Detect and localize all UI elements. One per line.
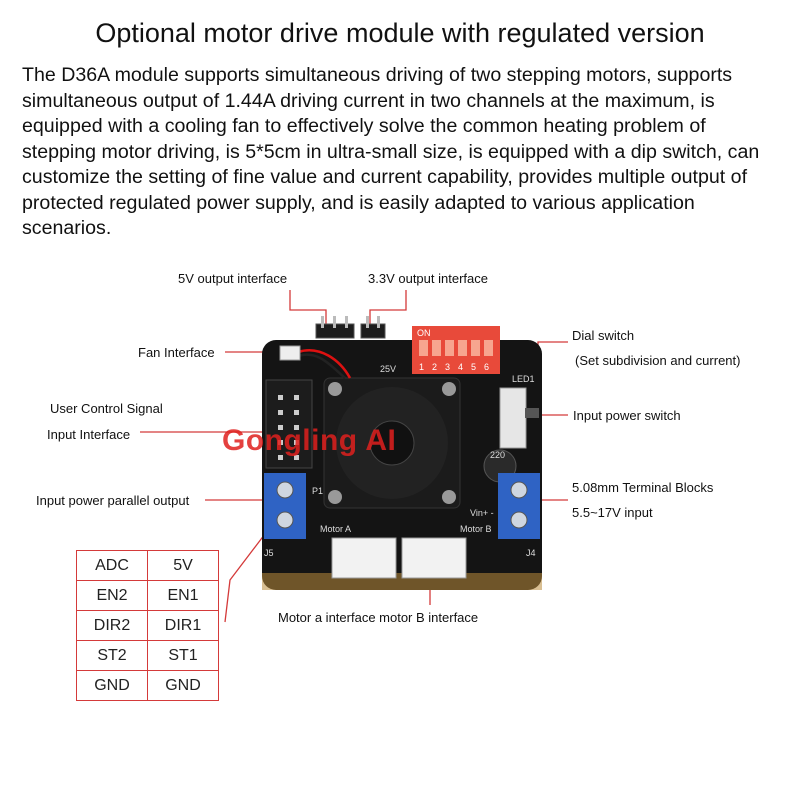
header-pins <box>315 316 386 339</box>
motor-b-connector <box>401 537 467 579</box>
label-user-signal: User Control Signal <box>50 401 163 416</box>
pin-cell: 5V <box>147 550 219 581</box>
dip-number: 4 <box>458 362 463 372</box>
dip-number: 2 <box>432 362 437 372</box>
silk-cap-v: 25V <box>380 364 396 374</box>
table-row: GND GND <box>76 670 219 701</box>
signal-header <box>265 379 313 469</box>
pin-cell: GND <box>76 670 148 701</box>
pin-cell: EN2 <box>76 580 148 611</box>
table-row: ST2 ST1 <box>76 640 219 671</box>
silk-vin: Vin+ - <box>470 508 494 518</box>
silk-motor-a: Motor A <box>320 524 351 534</box>
pin-cell: ADC <box>76 550 148 581</box>
silk-p1: P1 <box>312 486 323 496</box>
dip-number: 6 <box>484 362 489 372</box>
label-3v3-output: 3.3V output interface <box>368 271 488 286</box>
pin-cell: ST1 <box>147 640 219 671</box>
description-paragraph: The D36A module supports simultaneous dr… <box>22 64 760 239</box>
terminal-block-left <box>264 473 306 539</box>
label-dial-switch-sub: (Set subdivision and current) <box>575 353 741 368</box>
power-switch <box>499 387 527 449</box>
page-title: Optional motor drive module with regulat… <box>95 18 705 48</box>
terminal-block-right <box>498 473 540 539</box>
table-row: EN2 EN1 <box>76 580 219 611</box>
dip-switch <box>412 326 500 374</box>
silk-j5: J5 <box>264 548 274 558</box>
silk-motor-b: Motor B <box>460 524 492 534</box>
dip-on-label: ON <box>417 328 431 338</box>
table-row: ADC 5V <box>76 550 219 581</box>
fan-connector <box>279 345 301 361</box>
label-5v-output: 5V output interface <box>178 271 288 286</box>
pin-cell: GND <box>147 670 219 701</box>
dip-number: 5 <box>471 362 476 372</box>
label-motor-interfaces: Motor a interface motor B interface <box>278 610 479 625</box>
motor-a-connector <box>331 537 397 579</box>
label-power-switch: Input power switch <box>573 408 681 423</box>
table-row: DIR2 DIR1 <box>76 610 219 641</box>
pin-cell: DIR1 <box>147 610 219 641</box>
dip-number: 1 <box>419 362 424 372</box>
pin-cell: EN1 <box>147 580 219 611</box>
dip-number: 3 <box>445 362 450 372</box>
silk-cap: 220 <box>490 450 505 460</box>
silk-j4: J4 <box>526 548 536 558</box>
label-parallel-output: Input power parallel output <box>36 493 190 508</box>
label-user-signal-input: Input Interface <box>47 427 131 442</box>
silk-led: LED1 <box>512 374 535 384</box>
label-dial-switch: Dial switch <box>572 328 635 343</box>
cooling-fan <box>323 377 461 509</box>
label-input-range: 5.5~17V input <box>572 505 653 520</box>
watermark: Gongling AI <box>222 424 397 457</box>
pin-cell: DIR2 <box>76 610 148 641</box>
pin-cell: ST2 <box>76 640 148 671</box>
label-fan-interface: Fan Interface <box>138 345 215 360</box>
label-terminal-blocks: 5.08mm Terminal Blocks <box>572 480 714 495</box>
pin-table: ADC 5V EN2 EN1 DIR2 DIR1 ST2 ST1 GND GND <box>76 550 219 701</box>
